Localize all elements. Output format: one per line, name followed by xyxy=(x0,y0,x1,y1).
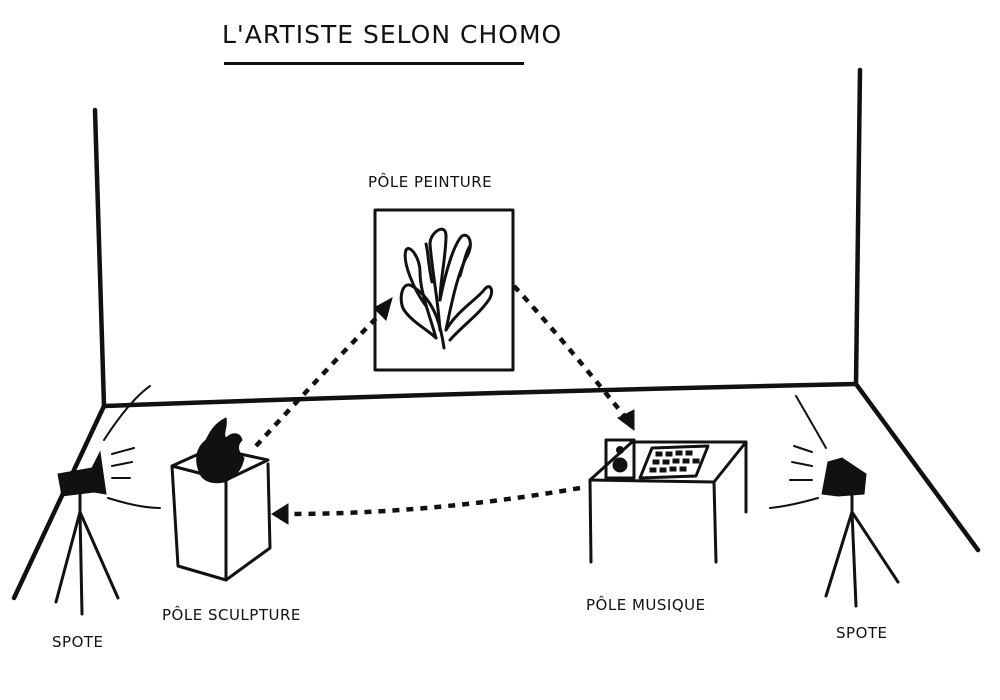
music-table xyxy=(588,438,748,564)
label-spot-right: SPOTE xyxy=(836,624,888,642)
left-spot-head xyxy=(57,450,107,497)
arrow-painting-to-music xyxy=(512,284,628,420)
right-wall-edge xyxy=(853,67,863,387)
page-title: L'ARTISTE SELON CHOMO xyxy=(222,20,563,49)
label-spot-left: SPOTE xyxy=(52,633,104,651)
floor-back-edge xyxy=(101,381,859,409)
room-walls xyxy=(11,67,981,601)
speaker-icon xyxy=(604,438,636,480)
table-leg-front-left xyxy=(588,478,593,564)
arrowhead-music xyxy=(617,409,635,431)
painting-frame xyxy=(373,208,515,372)
floor-right-edge xyxy=(853,381,981,553)
arrowhead-sculpture xyxy=(271,503,289,525)
connection-arrows xyxy=(254,284,635,525)
spotlight-on-tripod-icon xyxy=(769,395,900,608)
right-spot-head xyxy=(821,457,867,497)
painting xyxy=(373,208,515,372)
floor-left-edge xyxy=(11,403,107,601)
music-controller-icon xyxy=(638,444,710,480)
black-sculpture-icon xyxy=(196,417,245,484)
label-music-pole: PÔLE MUSIQUE xyxy=(586,596,706,614)
sculpture-pedestal xyxy=(170,417,272,582)
abstract-branch-painting-icon xyxy=(399,227,494,350)
table-leg-front-right xyxy=(712,480,718,564)
spotlight-on-tripod-icon xyxy=(54,385,161,616)
title-underline xyxy=(224,62,524,65)
label-painting-pole: PÔLE PEINTURE xyxy=(368,173,493,191)
arrow-music-to-sculpture xyxy=(285,485,581,517)
arrow-sculpture-to-painting xyxy=(254,308,386,448)
arrowhead-painting xyxy=(373,296,393,321)
label-sculpture-pole: PÔLE SCULPTURE xyxy=(162,606,301,624)
left-wall-edge xyxy=(92,107,107,409)
